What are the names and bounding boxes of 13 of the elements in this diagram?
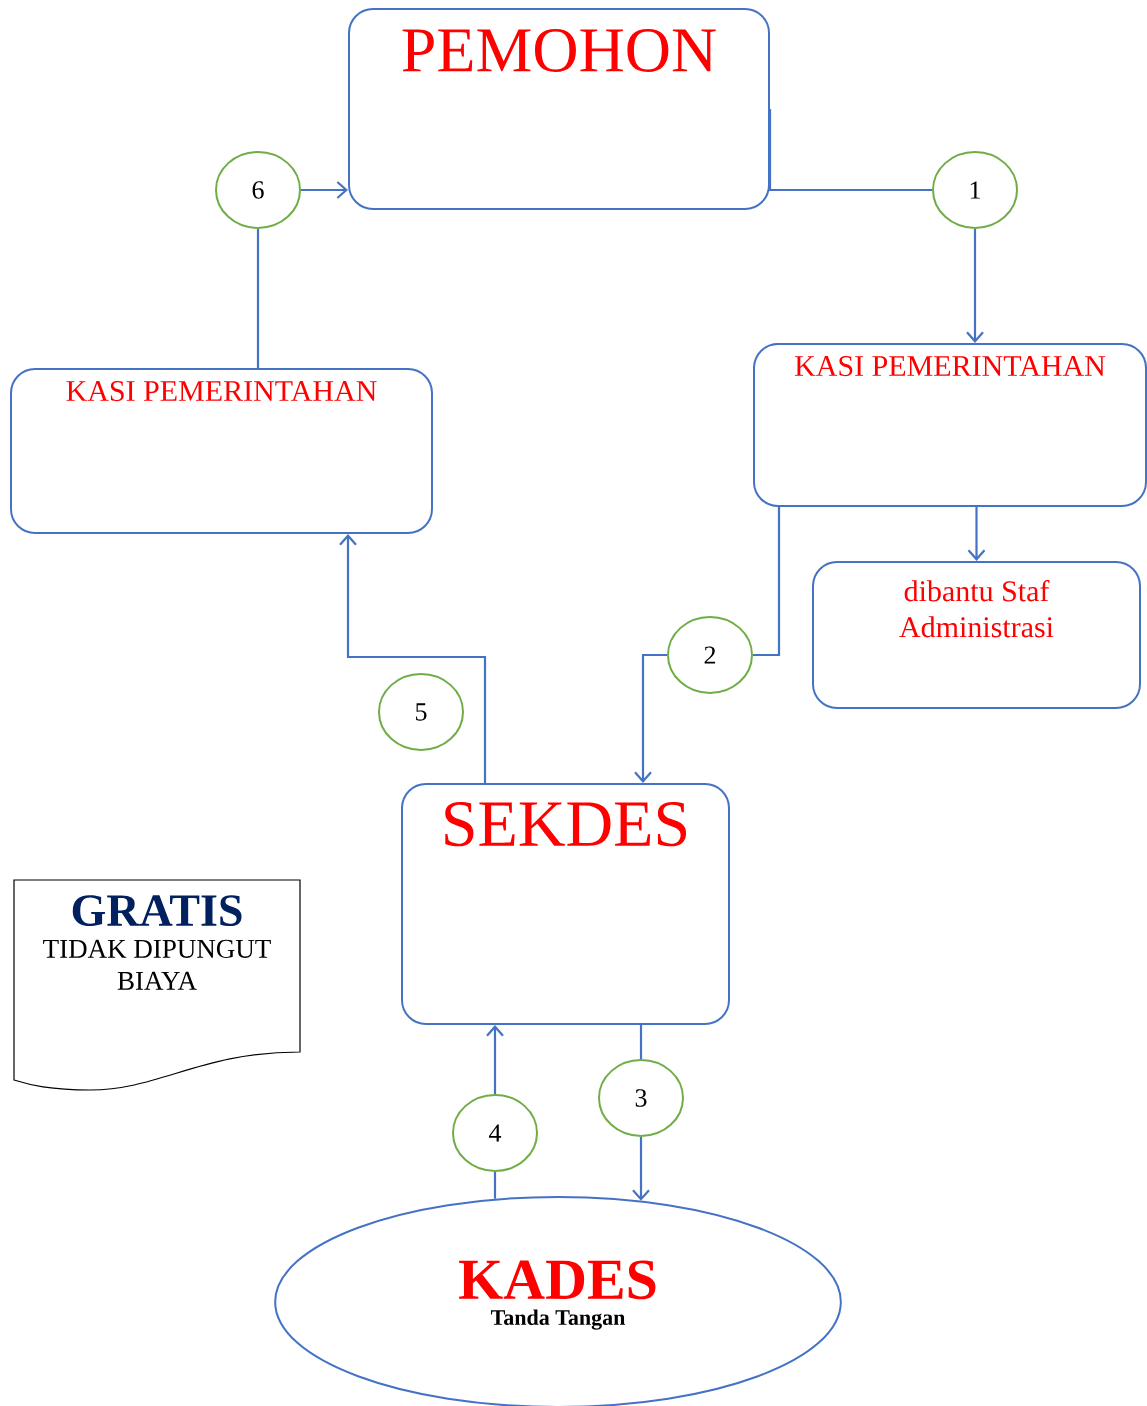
connector-arrow [967, 507, 986, 561]
connector-arrow [339, 534, 487, 783]
connector-arrow [486, 1025, 504, 1094]
connector-arrow [632, 1137, 650, 1201]
connector-arrow [966, 229, 984, 343]
process-box: KASI PEMERINTAHAN [10, 368, 433, 534]
document-note: GRATIS TIDAK DIPUNGUT BIAYA [13, 879, 301, 1091]
process-box: KASI PEMERINTAHAN [753, 343, 1147, 507]
process-box: PEMOHON [348, 8, 770, 210]
connector-arrow [634, 653, 667, 783]
process-box: SEKDES [401, 783, 730, 1025]
process-box: dibantu Staf Administrasi [812, 561, 1141, 709]
connector-arrow [301, 181, 348, 199]
